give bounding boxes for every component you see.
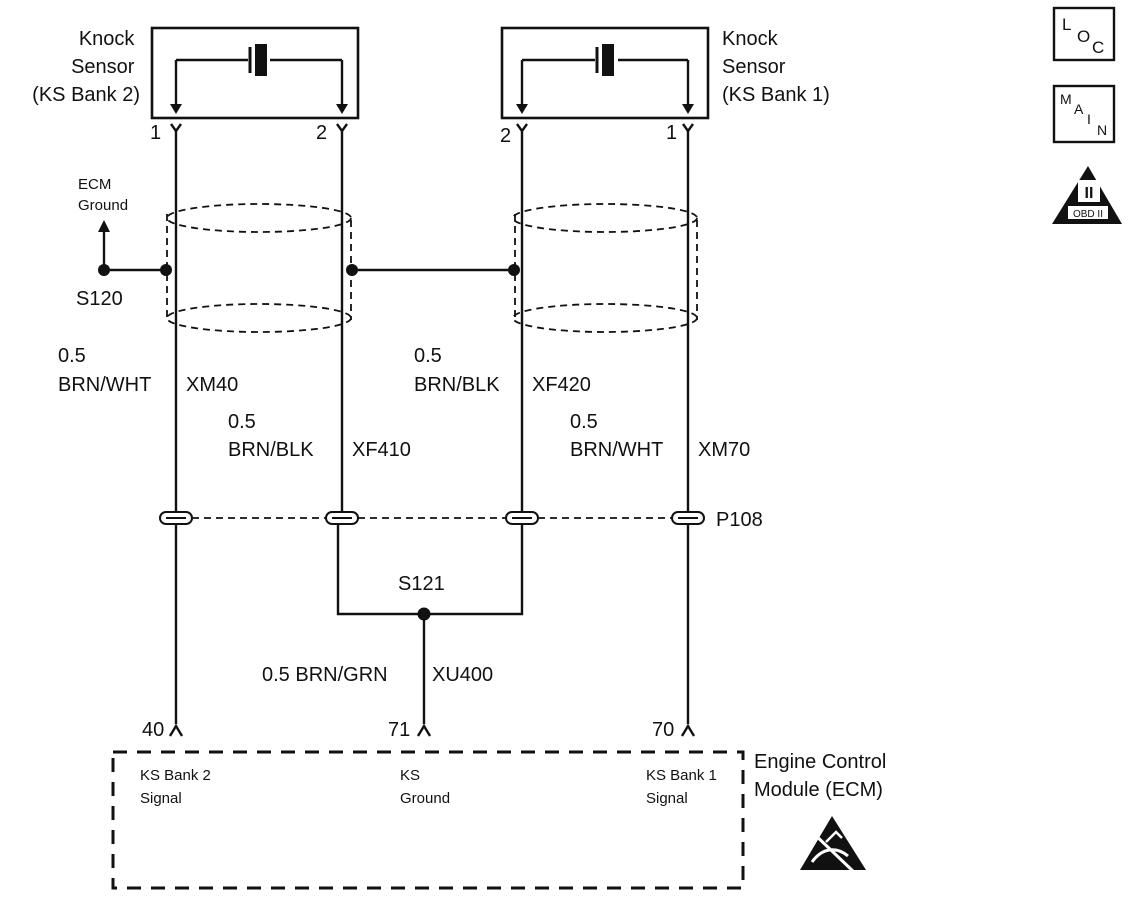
ecm-pin-number: 40 bbox=[142, 719, 164, 741]
splice-dot bbox=[98, 264, 110, 276]
loc-letter: O bbox=[1077, 27, 1090, 46]
pin-number: 2 bbox=[500, 125, 511, 147]
ground-label: ECM Ground bbox=[78, 176, 128, 214]
sensor-label: Knock Sensor (KS Bank 1) bbox=[722, 28, 830, 106]
ecm-pin-number: 71 bbox=[388, 719, 410, 741]
shield-left bbox=[166, 203, 352, 333]
ecm-pin-name: KS Bank 1 Signal bbox=[646, 767, 721, 807]
splice-dot bbox=[508, 264, 520, 276]
obd-numeral: II bbox=[1085, 185, 1094, 202]
main-icon: M A I N bbox=[1052, 84, 1116, 144]
sensor-element-icon bbox=[602, 44, 614, 76]
main-letter: N bbox=[1097, 122, 1107, 138]
splice-s121: S121 bbox=[398, 573, 445, 621]
wire-label-xm70: 0.5 BRN/WHT bbox=[570, 411, 663, 461]
connector-pin bbox=[671, 511, 705, 525]
connector-p108: P108 bbox=[159, 509, 763, 531]
ecm-pin-name: KS Bank 2 Signal bbox=[140, 767, 215, 807]
ecm-label: Engine Control Module (ECM) bbox=[754, 751, 892, 801]
splice-s121-label: S121 bbox=[398, 573, 445, 595]
main-letter: M bbox=[1060, 91, 1072, 107]
circuit-xf410: XF410 bbox=[352, 439, 411, 461]
connector-pin bbox=[159, 511, 193, 525]
ecm-pin-number: 70 bbox=[652, 719, 674, 741]
loc-icon: L O C bbox=[1052, 6, 1116, 62]
wire-label-xm40: 0.5 BRN/WHT bbox=[58, 345, 151, 396]
ecm-box bbox=[111, 750, 745, 890]
wire-label-xf420: 0.5 BRN/BLK bbox=[414, 345, 500, 396]
main-letter: A bbox=[1074, 101, 1084, 117]
splice-dot bbox=[160, 264, 172, 276]
circuit-xu400: XU400 bbox=[432, 664, 493, 686]
circuit-xm40: XM40 bbox=[186, 374, 238, 396]
wire-labels: 0.5 BRN/WHT XM40 0.5 BRN/BLK XF410 0.5 B… bbox=[58, 345, 750, 686]
arrow-up-icon bbox=[98, 220, 110, 232]
loc-letter: C bbox=[1092, 38, 1104, 57]
wire-s121-bus bbox=[336, 518, 524, 616]
sensor-box bbox=[150, 26, 360, 120]
knock-sensor-bank2: Knock Sensor (KS Bank 2) bbox=[32, 26, 360, 120]
shield-right bbox=[512, 203, 698, 333]
ecm-module: KS Bank 2 Signal KS Ground KS Bank 1 Sig… bbox=[111, 750, 892, 890]
obd-ii-icon: II OBD II bbox=[1052, 166, 1122, 224]
ecm-terminals: 40 71 70 bbox=[142, 719, 696, 741]
sensor-label: Knock Sensor (KS Bank 2) bbox=[32, 28, 140, 106]
sensor-box bbox=[500, 26, 710, 120]
loc-letter: L bbox=[1062, 15, 1071, 34]
wire-label-xu400: 0.5 BRN/GRN bbox=[262, 664, 388, 686]
wire-label-xf410: 0.5 BRN/BLK bbox=[228, 411, 314, 461]
ecm-pin-name: KS Ground bbox=[400, 767, 450, 807]
splice-dot bbox=[346, 264, 358, 276]
wires bbox=[174, 131, 690, 724]
connector-pin bbox=[325, 511, 359, 525]
obd-text: OBD II bbox=[1073, 209, 1103, 220]
pin-number: 1 bbox=[666, 122, 677, 144]
sensor-terminals: 1 2 2 1 bbox=[150, 122, 694, 147]
pin-number: 1 bbox=[150, 122, 161, 144]
ecm-ground: ECM Ground S120 bbox=[76, 176, 172, 310]
sensor-element-icon bbox=[255, 44, 267, 76]
knock-sensor-bank1: Knock Sensor (KS Bank 1) bbox=[500, 26, 830, 120]
circuit-xm70: XM70 bbox=[698, 439, 750, 461]
pin-number: 2 bbox=[316, 122, 327, 144]
splice-dot bbox=[417, 607, 431, 621]
connector-pin bbox=[505, 511, 539, 525]
main-letter: I bbox=[1087, 111, 1091, 127]
shield-link bbox=[346, 264, 520, 276]
splice-s120-label: S120 bbox=[76, 288, 123, 310]
connector-label: P108 bbox=[716, 509, 763, 531]
esd-warning-icon bbox=[800, 816, 866, 876]
circuit-xf420: XF420 bbox=[532, 374, 591, 396]
